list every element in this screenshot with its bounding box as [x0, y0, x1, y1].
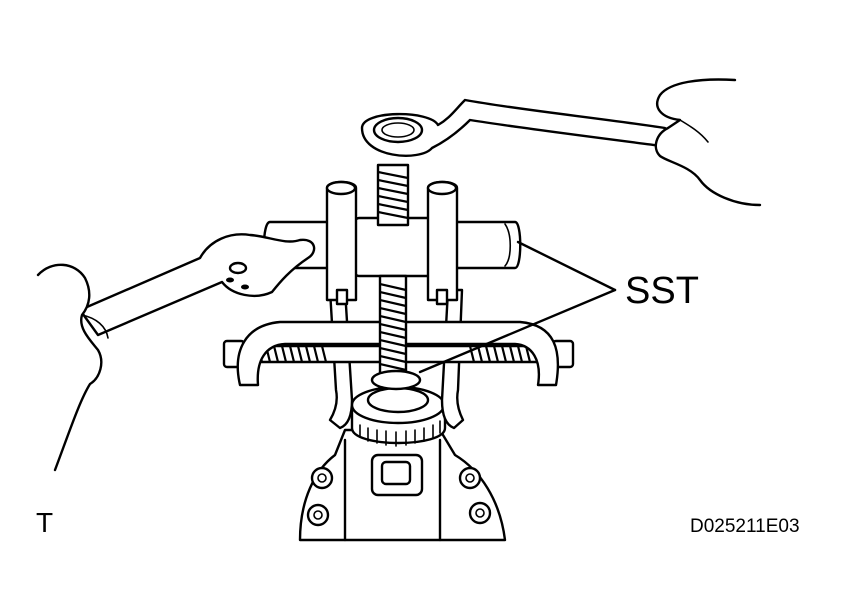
right-hand	[654, 78, 762, 207]
lower-crossbar	[236, 320, 560, 387]
differential-housing	[298, 428, 507, 542]
upper-yoke	[262, 180, 522, 306]
left-hand	[36, 263, 109, 472]
left-post	[325, 180, 358, 302]
bearing	[350, 385, 447, 447]
open-end-wrench	[78, 233, 316, 337]
corner-label: T	[36, 507, 53, 538]
figure-code: D025211E03	[690, 516, 800, 537]
forcing-screw	[370, 163, 422, 391]
sst-label: SST	[625, 270, 699, 312]
right-post	[426, 180, 459, 302]
box-end-wrench	[360, 98, 667, 157]
sst-callout-leaders	[418, 240, 617, 374]
